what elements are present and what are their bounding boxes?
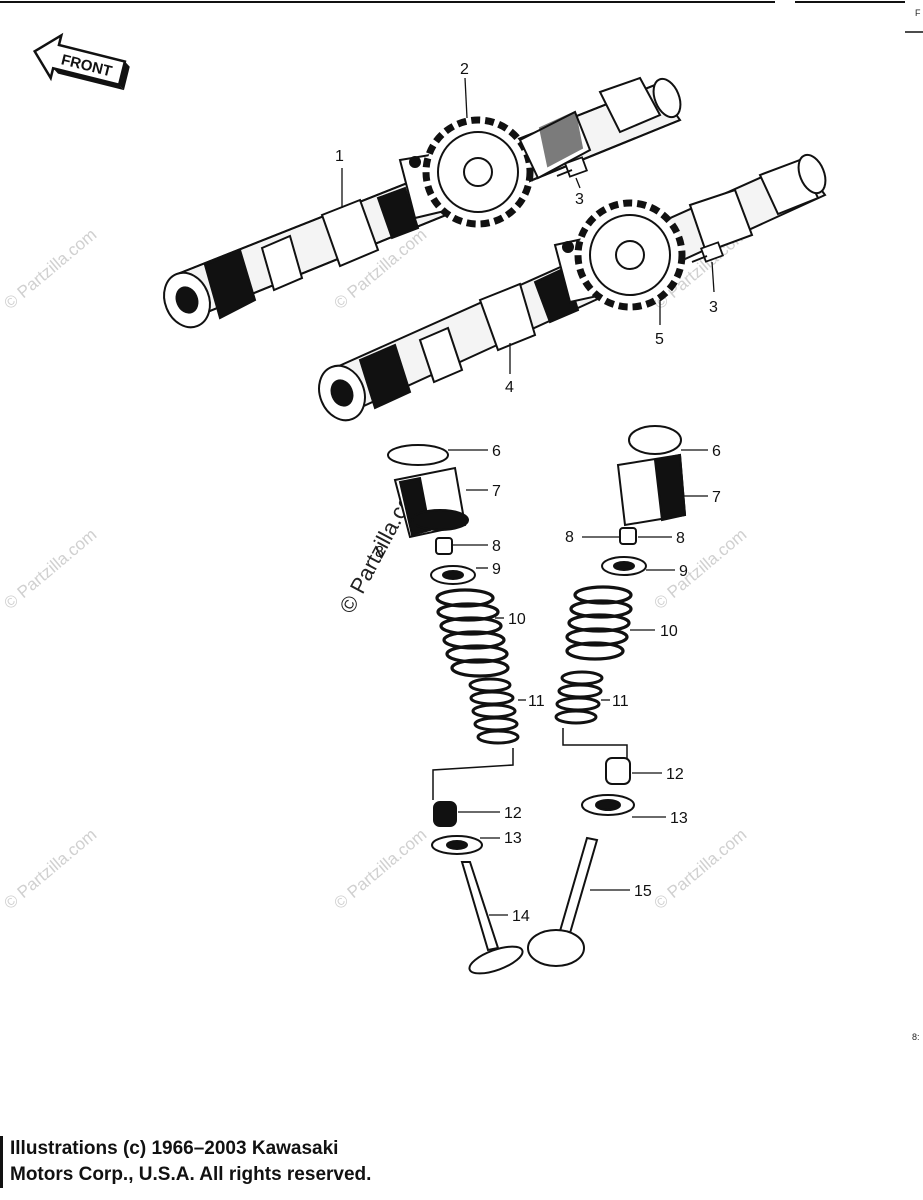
callout-14: 14: [512, 908, 530, 925]
callout-1: 1: [335, 148, 344, 165]
callout-15: 15: [634, 883, 652, 900]
callout-8: 8: [676, 530, 685, 547]
bolt: [691, 241, 725, 263]
callout-10: 10: [508, 611, 526, 628]
leader-lines: [341, 77, 715, 916]
watermark: © Partzilla.com: [0, 525, 100, 613]
copyright-line: Motors Corp., U.S.A. All rights reserved…: [10, 1164, 372, 1185]
callout-2: 2: [460, 61, 469, 78]
front-arrow: FRONT: [32, 32, 130, 91]
camshaft-exhaust: [318, 153, 827, 422]
watermark: © Partzilla.com: [330, 825, 430, 913]
callout-7: 7: [492, 483, 501, 500]
callout-12: 12: [504, 805, 522, 822]
callouts: 1 2 3 3 4 5 6 6 7 7 8 8 8 8 9 9 10 10 11…: [335, 61, 721, 925]
callout-12: 12: [666, 766, 684, 783]
copyright-line: Illustrations (c) 1966–2003 Kawasaki: [10, 1138, 339, 1159]
edge-tag: F: [915, 8, 921, 18]
valve-stack-left: [387, 444, 524, 975]
callout-7: 7: [712, 489, 721, 506]
edge-tag: 8:: [912, 1032, 920, 1042]
callout-13: 13: [670, 810, 688, 827]
watermark: © Partzilla.com: [650, 825, 750, 913]
callout-8: 8: [375, 544, 384, 561]
watermark: © Partzilla.com: [650, 525, 750, 613]
callout-8: 8: [492, 538, 501, 555]
watermark: © Partzilla.com: [0, 825, 100, 913]
callout-5: 5: [655, 331, 664, 348]
callout-10: 10: [660, 623, 678, 640]
bolt: [556, 156, 589, 178]
callout-11: 11: [612, 693, 629, 710]
callout-13: 13: [504, 830, 522, 847]
callout-8: 8: [565, 529, 574, 546]
callout-4: 4: [505, 379, 514, 396]
callout-9: 9: [492, 561, 501, 578]
callout-6: 6: [492, 443, 501, 460]
callout-3: 3: [575, 191, 584, 208]
valve-stack-right: [527, 425, 687, 967]
callout-11: 11: [528, 693, 545, 710]
callout-6: 6: [712, 443, 721, 460]
top-border: [0, 1, 923, 33]
copyright-notice: Illustrations (c) 1966–2003 Kawasaki Mot…: [0, 1136, 530, 1188]
camshaft-intake: [163, 76, 682, 329]
callout-3: 3: [709, 299, 718, 316]
watermark: © Partzilla.com: [0, 225, 100, 313]
callout-9: 9: [679, 563, 688, 580]
